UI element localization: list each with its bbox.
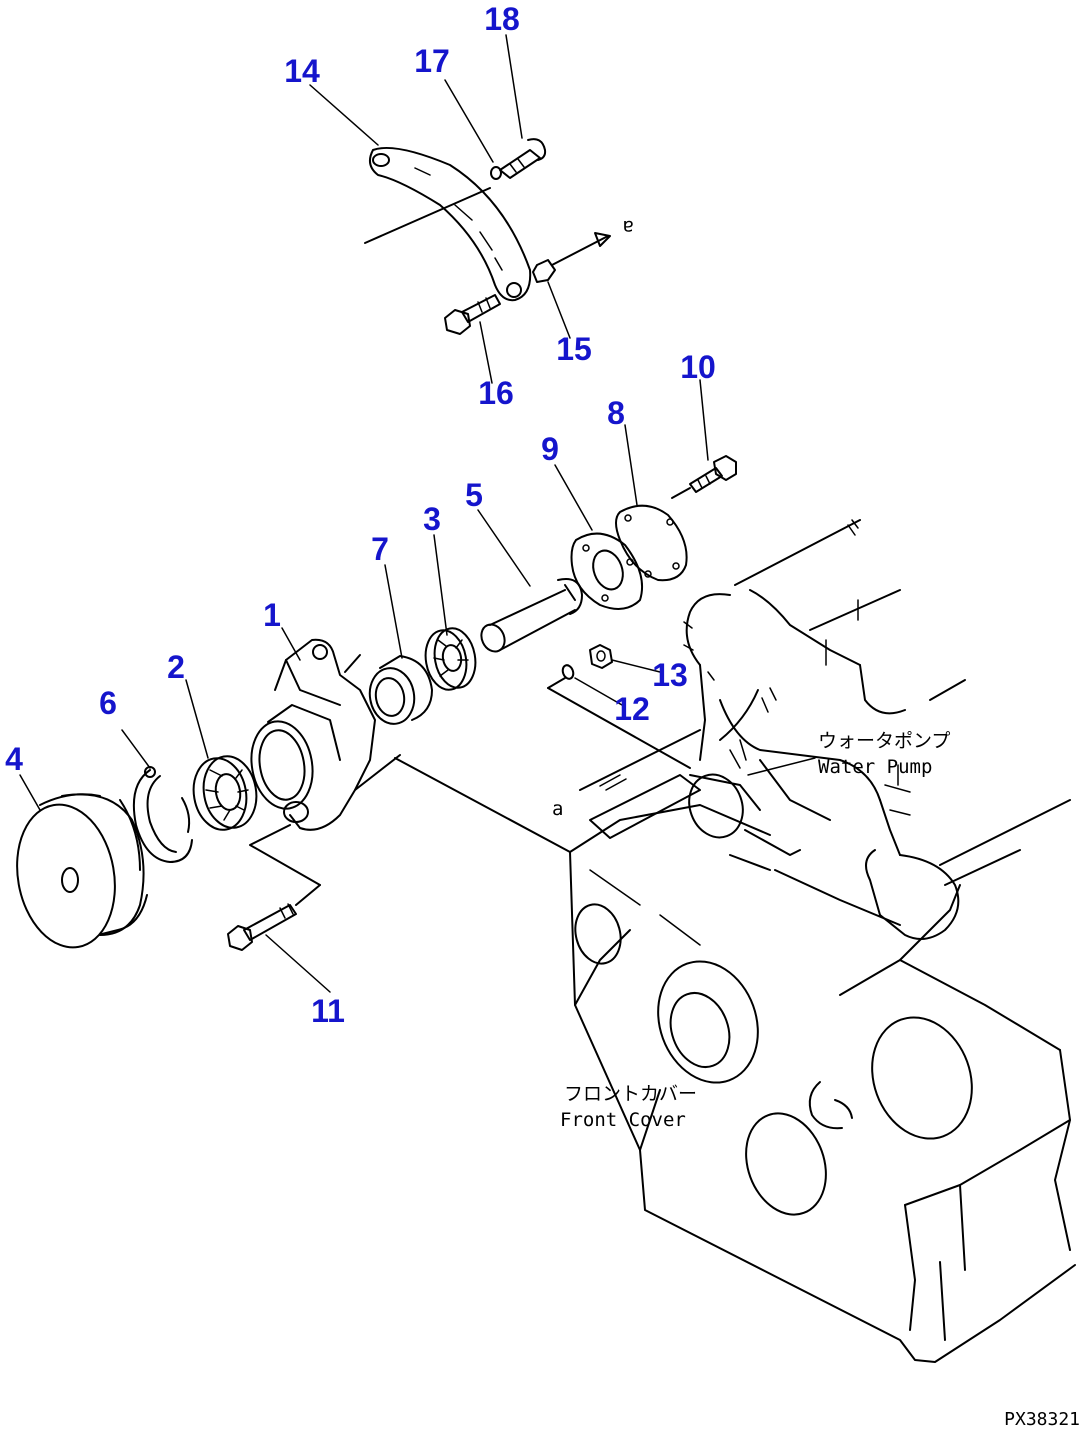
callout-16: 16	[478, 375, 514, 411]
bearing-3	[424, 627, 477, 691]
callout-10: 10	[680, 349, 716, 385]
front-cover-label-jp: フロントカバー	[564, 1083, 697, 1105]
callout-18: 18	[484, 1, 520, 37]
nut-13	[589, 644, 613, 669]
callout-numbers: 1 2 3 4 5 6 7 8 9 10 11 12 13 14 15 16 1…	[5, 1, 716, 1029]
bracket-14	[364, 146, 532, 302]
bolt-10	[671, 455, 737, 499]
pulley-4	[16, 793, 148, 949]
callout-2: 2	[167, 649, 185, 685]
annotations: ウォータポンプ Water Pump フロントカバー Front Cover	[560, 730, 950, 1131]
water-pump-outline	[683, 519, 1071, 940]
snap-ring-6	[132, 766, 193, 863]
callout-14: 14	[284, 53, 320, 89]
callout-1: 1	[263, 597, 281, 633]
bolt-18	[499, 138, 547, 179]
shaft-5	[480, 578, 583, 653]
callout-3: 3	[423, 501, 441, 537]
spacer-7	[368, 655, 433, 725]
water-pump-label-jp: ウォータポンプ	[818, 730, 950, 752]
callout-6: 6	[99, 685, 117, 721]
callout-9: 9	[541, 431, 559, 467]
callout-15: 15	[556, 331, 592, 367]
front-cover-label-en: Front Cover	[560, 1109, 686, 1131]
bearing-2	[192, 755, 258, 831]
front-cover-outline	[394, 757, 1076, 1363]
callout-17: 17	[414, 43, 450, 79]
washer-12	[561, 664, 575, 680]
callout-11: 11	[311, 993, 345, 1029]
bolt-16	[444, 294, 501, 335]
housing-1	[249, 638, 401, 886]
callout-5: 5	[465, 477, 483, 513]
reference-a-bottom-label: a	[552, 798, 563, 820]
cover-8	[615, 504, 688, 582]
leader-lines	[19, 34, 816, 993]
callout-8: 8	[607, 395, 625, 431]
drawing-number: PX38321	[1004, 1409, 1080, 1430]
callout-4: 4	[5, 741, 23, 777]
bolt-11	[227, 884, 321, 951]
callout-13: 13	[652, 657, 688, 693]
reference-line-a-bottom: a	[547, 677, 701, 839]
callout-7: 7	[371, 531, 389, 567]
reference-a-top-label: a	[623, 216, 634, 238]
water-pump-label-en: Water Pump	[818, 756, 932, 778]
washer-17	[490, 166, 502, 180]
nut-15: a	[532, 216, 634, 283]
callout-12: 12	[614, 691, 650, 727]
